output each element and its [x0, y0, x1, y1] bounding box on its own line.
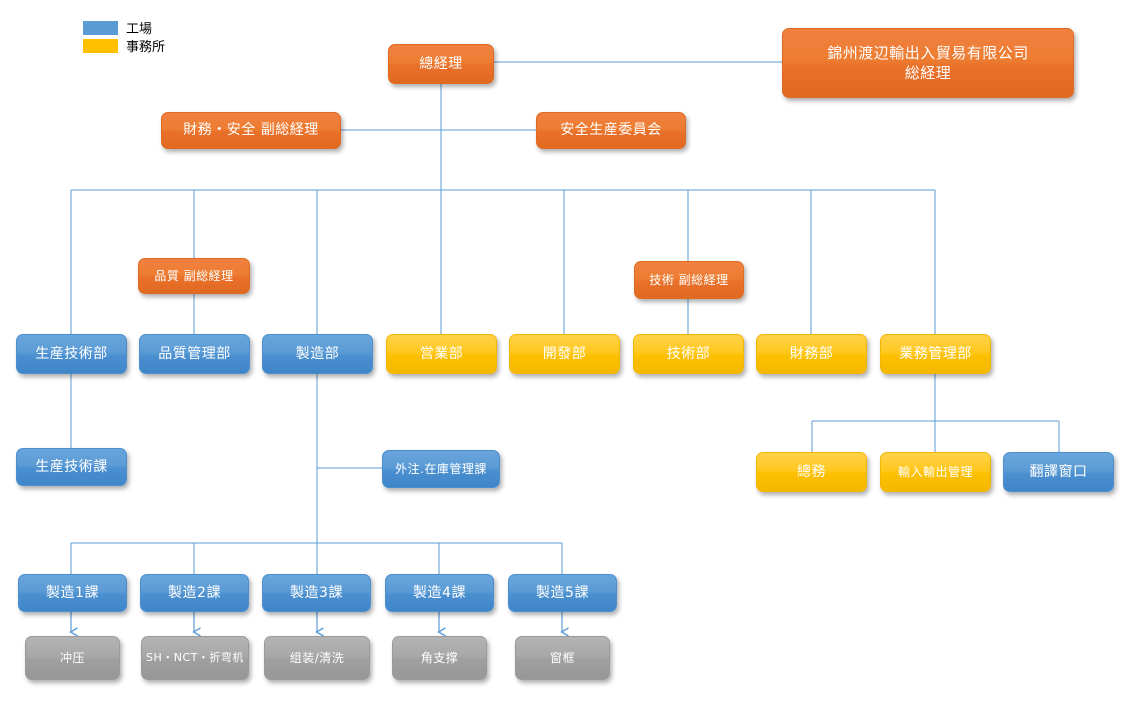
- legend-item-factory: 工場: [83, 20, 165, 37]
- node-section-outsourcing-inventory[interactable]: 外注.在庫管理課: [382, 450, 500, 488]
- node-safety-production-committee[interactable]: 安全生産委員会: [536, 112, 686, 149]
- legend-item-office: 事務所: [83, 38, 166, 55]
- legend-label-office: 事務所: [126, 40, 166, 55]
- node-dept-sales[interactable]: 営業部: [386, 334, 497, 374]
- node-section-production-technology[interactable]: 生産技術課: [16, 448, 127, 486]
- node-parent-company[interactable]: 錦州渡辺輸出入貿易有限公司 総経理: [782, 28, 1074, 98]
- node-finance-safety-deputy-gm[interactable]: 財務・安全 副総経理: [161, 112, 341, 149]
- node-manufacturing-section-5[interactable]: 製造5課: [508, 574, 617, 612]
- node-dept-development[interactable]: 開發部: [509, 334, 620, 374]
- node-section-import-export[interactable]: 輸入輸出管理: [880, 452, 991, 492]
- parent-company-line-1: 錦州渡辺輸出入貿易有限公司: [827, 43, 1029, 62]
- node-manufacturing-section-3[interactable]: 製造3課: [262, 574, 371, 612]
- node-manufacturing-section-1[interactable]: 製造1課: [18, 574, 127, 612]
- legend: 工場 事務所: [83, 20, 165, 56]
- node-manufacturing-section-4[interactable]: 製造4課: [385, 574, 494, 612]
- node-dept-production-technology[interactable]: 生産技術部: [16, 334, 127, 374]
- node-dept-technology[interactable]: 技術部: [633, 334, 744, 374]
- node-quality-deputy-gm[interactable]: 品質 副総経理: [138, 258, 250, 294]
- legend-swatch-factory: [83, 20, 118, 35]
- node-process-window-frame[interactable]: 窗框: [515, 636, 610, 680]
- node-technology-deputy-gm[interactable]: 技術 副総経理: [634, 261, 744, 299]
- node-manufacturing-section-2[interactable]: 製造2課: [140, 574, 249, 612]
- node-dept-business-administration[interactable]: 業務管理部: [880, 334, 991, 374]
- node-section-general-affairs[interactable]: 總務: [756, 452, 867, 492]
- node-general-manager[interactable]: 總経理: [388, 44, 494, 84]
- node-process-stamping[interactable]: 冲压: [25, 636, 120, 680]
- node-dept-quality-control[interactable]: 品質管理部: [139, 334, 250, 374]
- node-process-assembly-cleaning[interactable]: 组装/清洗: [264, 636, 370, 680]
- node-section-translation-window[interactable]: 翻譯窗口: [1003, 452, 1114, 492]
- node-dept-manufacturing[interactable]: 製造部: [262, 334, 373, 374]
- legend-swatch-office: [83, 38, 118, 53]
- node-process-sh-nct-bending[interactable]: SH・NCT・折弯机: [141, 636, 249, 680]
- legend-label-factory: 工場: [126, 22, 153, 37]
- node-dept-finance[interactable]: 財務部: [756, 334, 867, 374]
- parent-company-line-2: 総経理: [904, 64, 952, 82]
- node-process-corner-support[interactable]: 角支撑: [392, 636, 487, 680]
